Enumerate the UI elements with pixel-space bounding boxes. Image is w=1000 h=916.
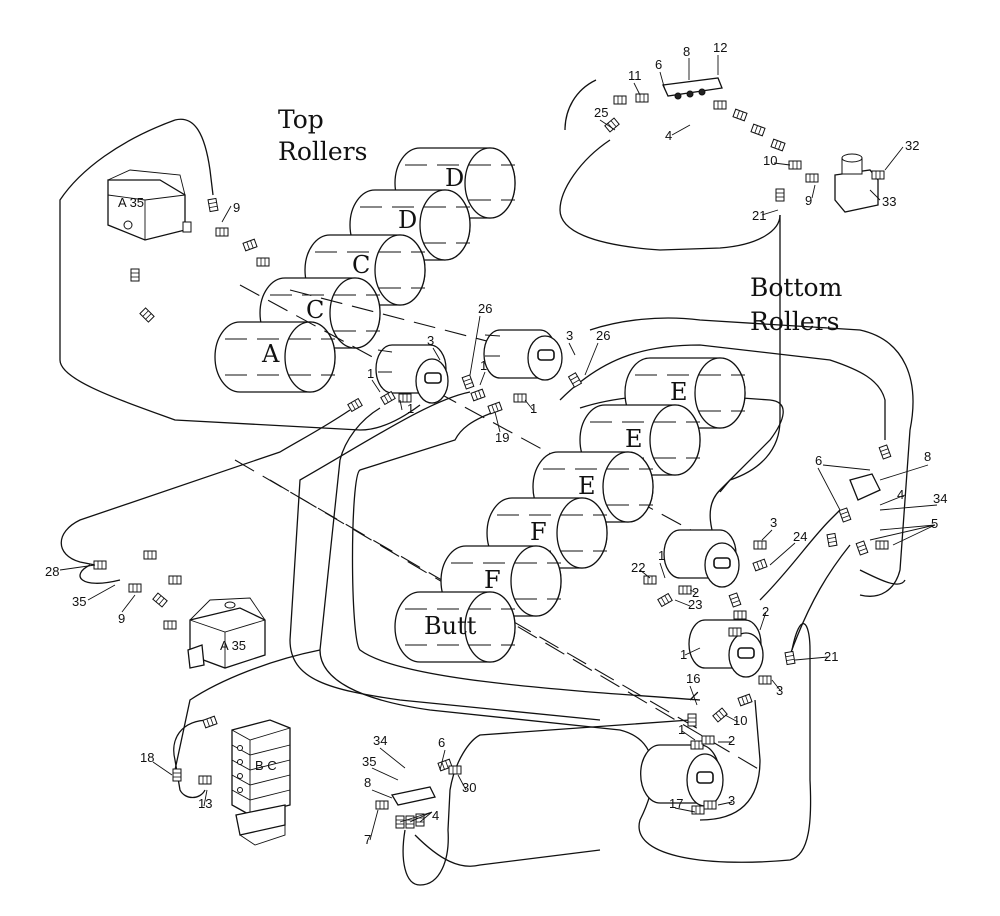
heading-bottom-line1: Bottom	[750, 273, 843, 302]
roller-label-c-2: C	[306, 296, 324, 324]
valve-label-a35-bottom: A 35	[220, 638, 246, 653]
callout-15: 16	[686, 671, 700, 686]
manifold-8-top	[662, 77, 723, 100]
callout-5: 5	[931, 516, 938, 531]
callout-4-top: 4	[665, 128, 672, 143]
callout-8-top: 8	[683, 44, 690, 59]
callout-23: 24	[793, 529, 807, 544]
bottom-roller-group	[394, 357, 746, 663]
callout-25-b: 26	[596, 328, 610, 343]
callout-4-bottom: 4	[432, 808, 439, 823]
callout-17: 17	[669, 796, 683, 811]
callout-1-b: 1	[407, 401, 414, 416]
callout-6-bottom: 6	[438, 735, 445, 750]
callout-3-motor2: 3	[566, 328, 573, 343]
section-headings: Top Rollers Bottom Rollers	[278, 105, 843, 336]
callout-1-bm2: 1	[680, 647, 687, 662]
callout-1-d: 1	[530, 401, 537, 416]
callout-26: 28	[45, 564, 59, 579]
callout-20: 21	[824, 649, 838, 664]
callout-32: 35	[72, 594, 86, 609]
valve-a35-bottom-left: A 35	[187, 597, 266, 669]
callout-1-c: 1	[480, 358, 487, 373]
heading-bottom-line2: Rollers	[750, 307, 839, 336]
valve-label-a35-top: A 35	[118, 195, 144, 210]
callout-9-top: 9	[805, 193, 812, 208]
solenoid-valve-30	[834, 153, 879, 213]
callout-35-bottom: 35	[362, 754, 376, 769]
valve-a35-top-left: A 35	[107, 169, 192, 241]
callout-22: 23	[688, 597, 702, 612]
callout-3-motor1: 3	[427, 333, 434, 348]
callout-28: 32	[905, 138, 919, 153]
callout-2-bm3: 2	[728, 733, 735, 748]
bottom-motor-2	[688, 619, 764, 678]
callout-labels: 8 12 6 11 25 4 10 9 33 32 21 9 3 26 3 26…	[45, 40, 947, 847]
roller-label-e-2: E	[625, 425, 643, 453]
callout-11: 11	[628, 68, 642, 83]
roller-a	[214, 321, 336, 393]
roller-label-f-2: F	[484, 566, 501, 594]
control-block-label: B C	[255, 758, 277, 773]
callout-25-a: 26	[478, 301, 492, 316]
callout-19: 21	[752, 208, 766, 223]
callout-27: 30	[462, 780, 476, 795]
callout-34: 34	[373, 733, 387, 748]
roller-label-e-3: E	[578, 472, 596, 500]
roller-label-f-1: F	[530, 518, 547, 546]
callout-10-bm3: 10	[733, 713, 747, 728]
heading-top-line1: Top	[278, 105, 324, 134]
hose-network	[59, 79, 914, 886]
callout-1-bm1: 1	[658, 548, 665, 563]
callout-6-top: 6	[655, 57, 662, 72]
bottom-motor-3	[640, 744, 724, 807]
callout-12: 12	[713, 40, 727, 55]
callout-8-right: 8	[924, 449, 931, 464]
callout-18: 19	[495, 430, 509, 445]
top-roller-labels: D D C C A	[261, 164, 464, 368]
top-roller-group	[214, 147, 761, 771]
manifold-8-right	[849, 473, 881, 501]
bottom-motor-1	[663, 529, 740, 588]
callout-3-bm1: 3	[770, 515, 777, 530]
callout-6-right: 6	[815, 453, 822, 468]
callout-30: 33	[882, 194, 896, 209]
callout-2-bm2: 2	[762, 604, 769, 619]
callout-13: 13	[198, 796, 212, 811]
roller-label-e-1: E	[670, 378, 688, 406]
callout-7: 7	[364, 832, 371, 847]
roller-label-d-1: D	[445, 164, 464, 192]
callout-9-topleft: 9	[233, 200, 240, 215]
callout-8-bottom: 8	[364, 775, 371, 790]
roller-butt	[394, 591, 516, 663]
callout-1-a: 1	[367, 366, 374, 381]
callout-3-bm2: 3	[776, 683, 783, 698]
callout-16: 18	[140, 750, 154, 765]
callout-9-left: 9	[118, 611, 125, 626]
roller-label-d-2: D	[398, 206, 417, 234]
callout-4-right: 4	[897, 487, 904, 502]
roller-label-c-1: C	[352, 251, 370, 279]
control-valve-stack: B C	[231, 719, 291, 846]
callout-33: 34	[933, 491, 947, 506]
roller-label-a: A	[261, 340, 280, 368]
callout-24: 25	[594, 105, 608, 120]
top-motor-2	[483, 329, 563, 381]
top-motor-1	[375, 344, 449, 404]
bottom-roller-labels: E E E F F Butt	[424, 378, 688, 640]
callout-10-top: 10	[763, 153, 777, 168]
manifold-8-bottom	[390, 786, 436, 806]
callout-1-bm3: 1	[678, 722, 685, 737]
heading-top-line2: Rollers	[278, 137, 367, 166]
leader-lines	[59, 55, 938, 841]
roller-label-butt: Butt	[424, 612, 477, 640]
callout-3-bm3: 3	[728, 793, 735, 808]
